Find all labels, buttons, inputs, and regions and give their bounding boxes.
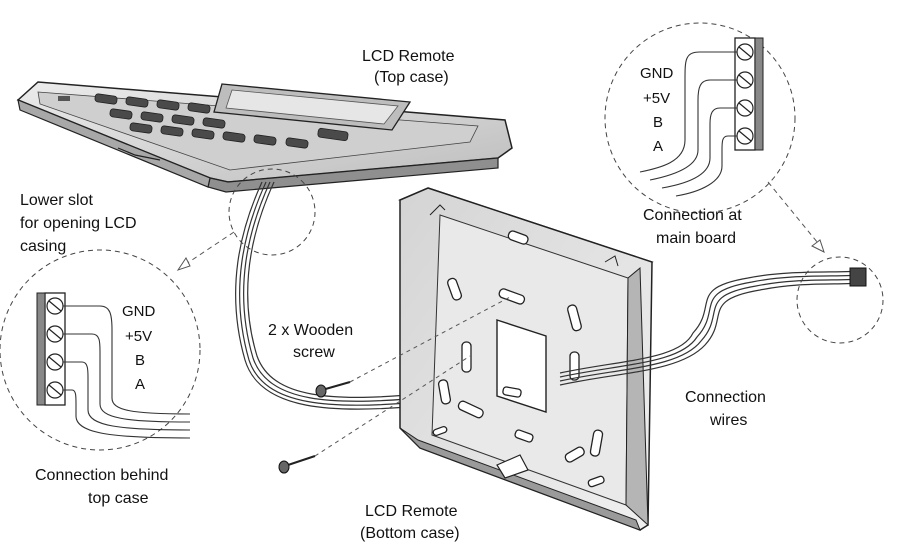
lcd-remote-bottom-case <box>398 187 654 531</box>
lcd-remote-top-case <box>16 81 513 193</box>
screw-label-line1: 2 x Wooden <box>268 322 353 339</box>
wire-connector-end <box>849 267 867 287</box>
top-case-label-line1: LCD Remote <box>362 48 455 65</box>
main-board-terminal-5v: +5V <box>643 90 670 107</box>
wooden-screw-upper <box>315 381 351 398</box>
cable-entry-hole <box>496 319 547 413</box>
terminal-screw-icon <box>46 297 64 399</box>
screw-label-line2: screw <box>293 344 335 361</box>
main-board-terminal-a: A <box>653 138 663 155</box>
lower-slot-label-line1: Lower slot <box>20 192 93 209</box>
terminal-wires-behind-top-case <box>63 305 191 439</box>
conn-wires-label-line2: wires <box>709 412 747 429</box>
mounting-slots <box>432 230 605 488</box>
lower-slot-label-line2: for opening LCD <box>20 215 137 232</box>
keypad-buttons <box>94 93 349 149</box>
behind-case-terminal-a: A <box>135 376 145 393</box>
wooden-screw-lower <box>278 455 316 474</box>
conn-main-label-line2: main board <box>656 230 736 247</box>
screw-guide-lines <box>314 296 511 457</box>
behind-case-terminal-gnd: GND <box>122 303 156 320</box>
conn-behind-label-line2: top case <box>88 490 149 507</box>
conn-wires-label-line1: Connection <box>685 389 766 406</box>
main-board-terminal-b: B <box>653 114 663 131</box>
magnifier-wire-end <box>796 256 884 344</box>
connection-wires <box>559 270 866 386</box>
bottom-case-label-line1: LCD Remote <box>365 503 458 520</box>
top-case-label-line2: (Top case) <box>374 69 449 86</box>
main-board-terminal-gnd: GND <box>640 65 674 82</box>
lower-slot-label-line3: casing <box>20 238 66 255</box>
terminal-block-main-board <box>639 37 764 197</box>
magnifier-top-case-junction <box>228 168 316 256</box>
behind-case-terminal-5v: +5V <box>125 328 152 345</box>
magnifier-leader-arrows <box>179 181 823 269</box>
conn-main-label-line1: Connection at <box>643 207 742 224</box>
behind-case-terminal-b: B <box>135 352 145 369</box>
conn-behind-label-line1: Connection behind <box>35 467 168 484</box>
bottom-case-label-line2: (Bottom case) <box>360 525 460 542</box>
terminal-block-behind-top-case <box>36 292 191 439</box>
terminal-wires-main-board <box>639 51 737 197</box>
cable-to-top-case <box>235 181 561 410</box>
